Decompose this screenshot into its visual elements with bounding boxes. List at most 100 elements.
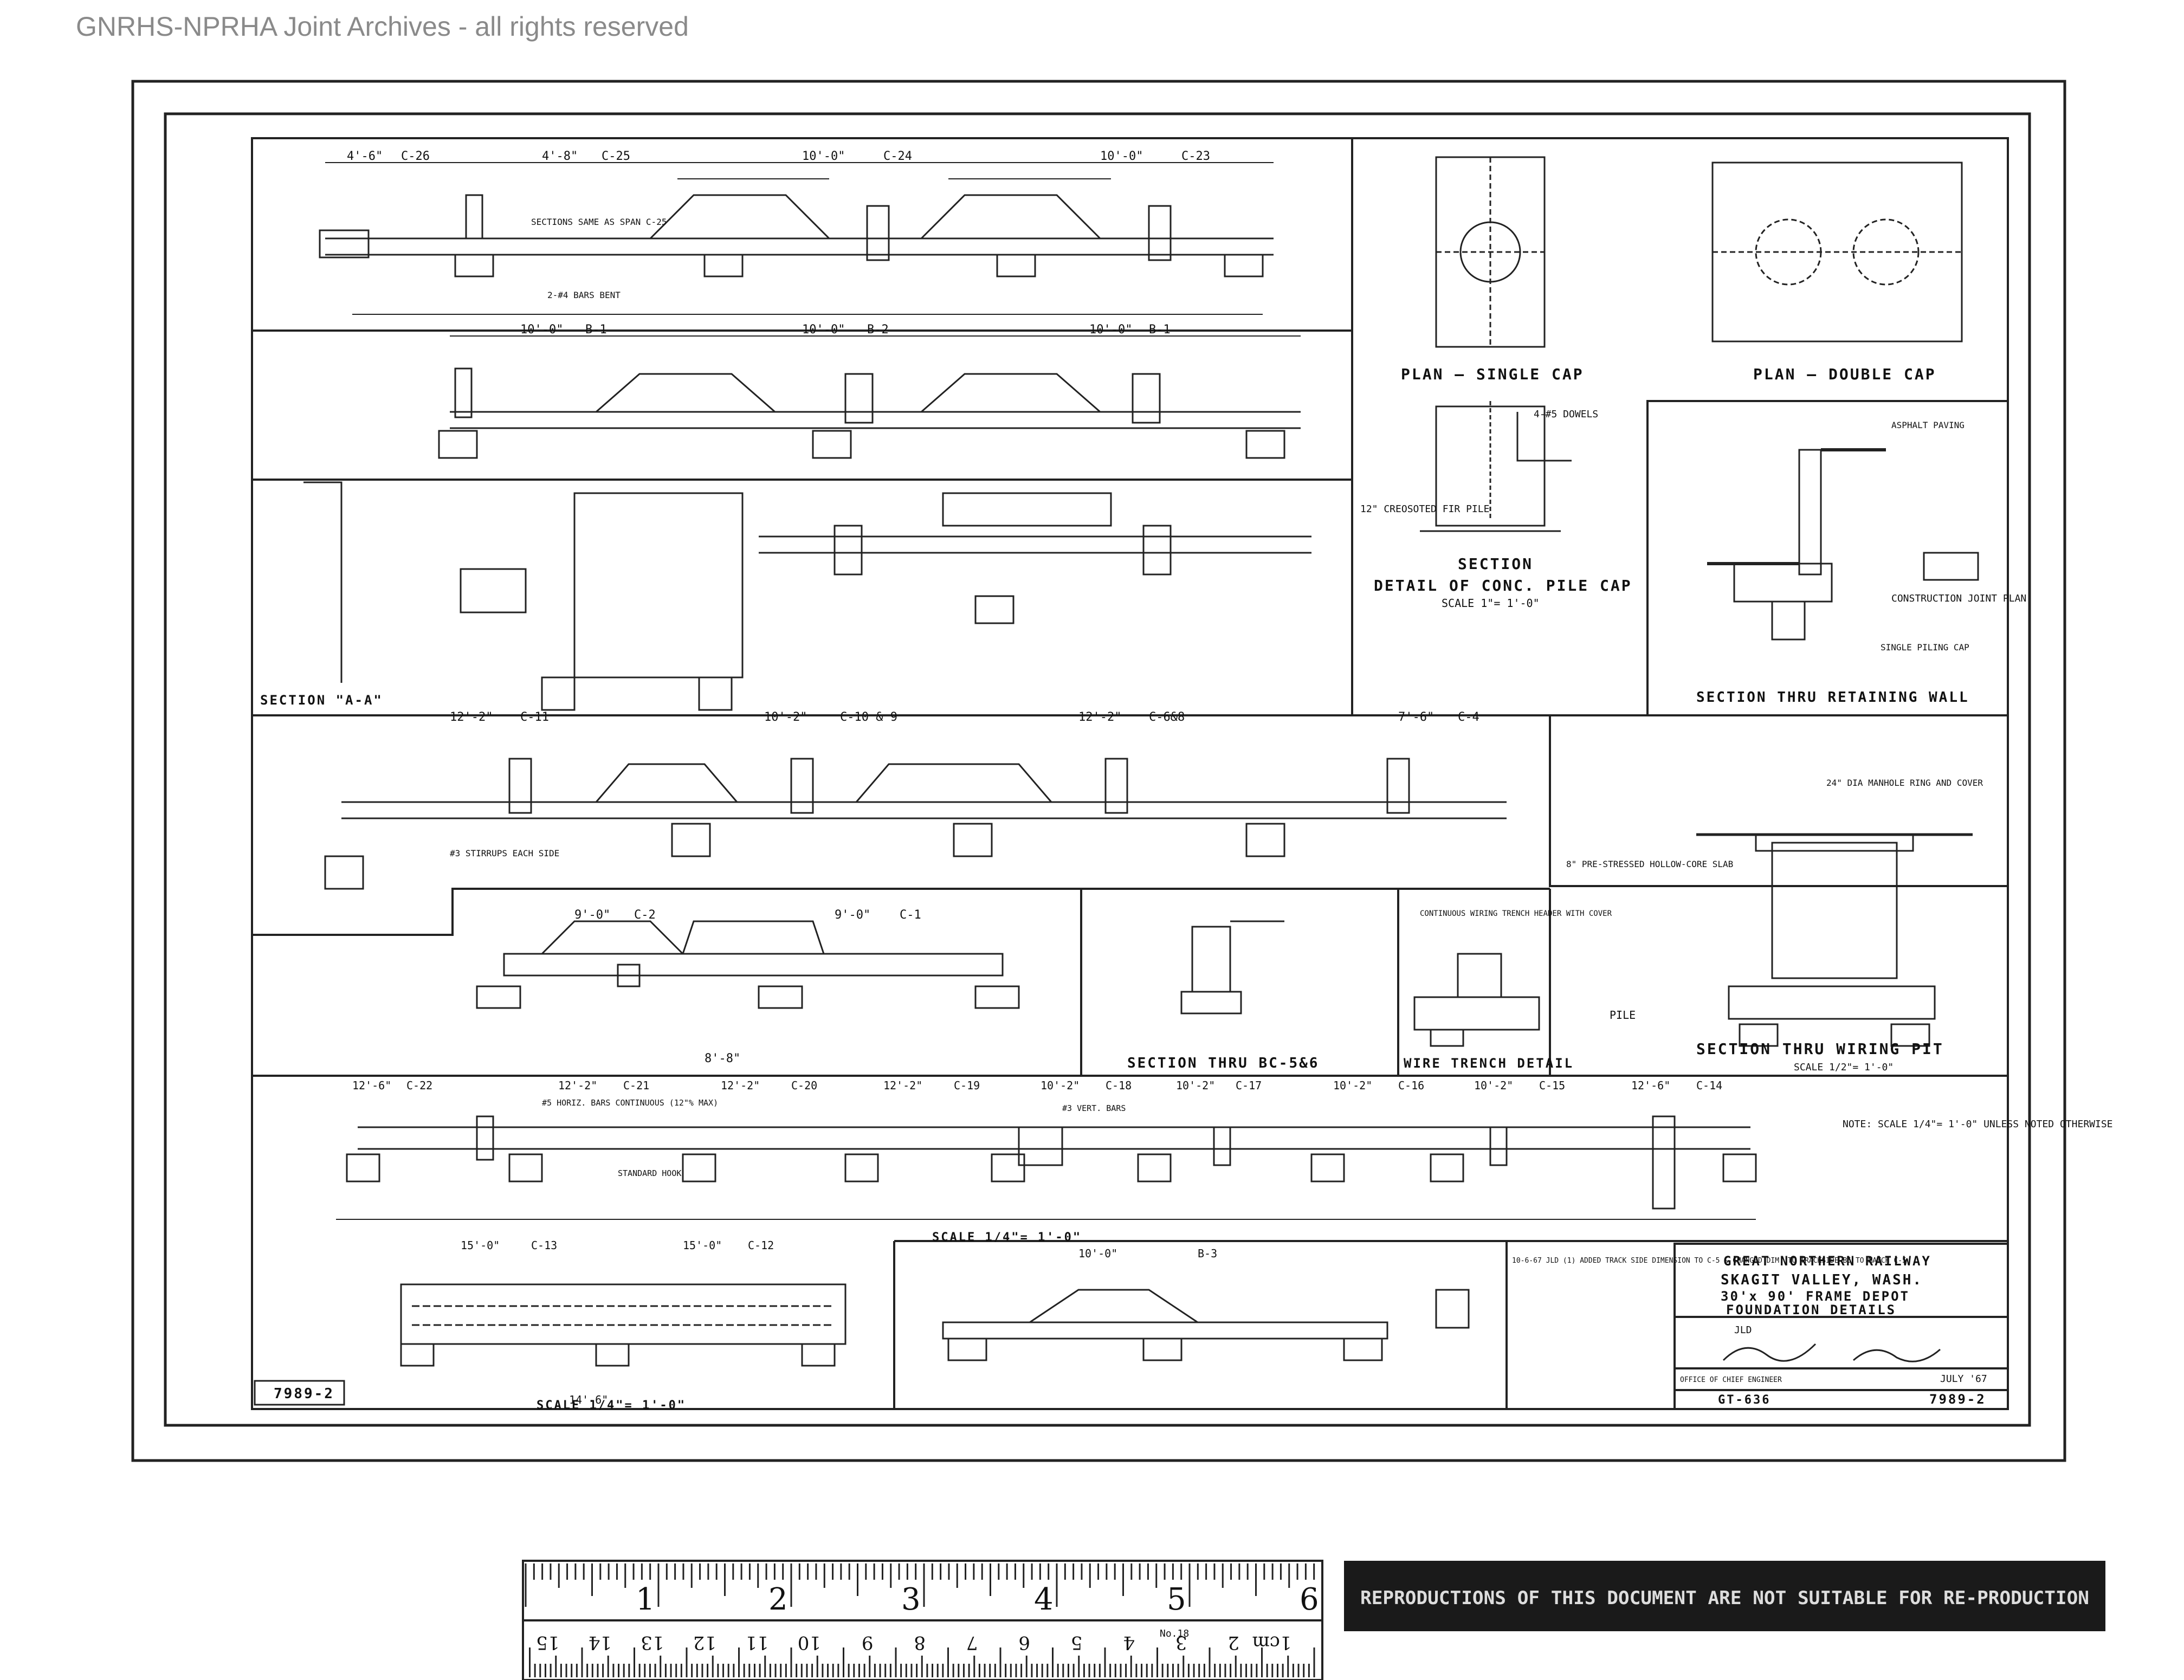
title-line1: 30'x 90' FRAME DEPOT (1721, 1289, 1910, 1304)
signature-approved (1853, 1348, 1941, 1362)
note-single-piling-cap: SINGLE PILING CAP (1881, 642, 1969, 652)
ruler-cm-label: 9 (862, 1632, 874, 1653)
dim-c2-total: 8'-8" (705, 1052, 740, 1065)
dim-c14-len: 12'-6" (1631, 1079, 1670, 1092)
dim-b1b-len: 10'-0" (1089, 323, 1132, 337)
dim-c22-len: 12'-6" (352, 1079, 391, 1092)
ruler-cm-label: 11 (745, 1632, 768, 1653)
wiring-pit-view (1696, 833, 1973, 1047)
dim-c12: C-12 (748, 1239, 774, 1252)
dim-c68: C-6&8 (1149, 710, 1185, 724)
office-label: OFFICE OF CHIEF ENGINEER (1680, 1376, 1782, 1384)
plan-single-cap (1435, 156, 1546, 348)
dim-c14: C-14 (1696, 1079, 1722, 1092)
note-creosoted-pile: 12" CREOSOTED FIR PILE (1360, 503, 1489, 515)
dim-c25-len: 4'-8" (542, 150, 578, 163)
dim-c21: C-21 (623, 1079, 649, 1092)
dim-c15-len: 10'-2" (1474, 1079, 1513, 1092)
beam-elevation-b3 (942, 1289, 1470, 1361)
dim-c24: C-24 (883, 150, 912, 163)
note-hollow-slab: 8" PRE-STRESSED HOLLOW-CORE SLAB (1566, 859, 1733, 869)
drawn-by: JLD (1734, 1324, 1752, 1336)
ruler-cm-label: 6 (1018, 1632, 1030, 1653)
footing-elevation-b (438, 335, 1301, 459)
ruler-inch-label: 1 (636, 1582, 655, 1617)
dim-c2: C-2 (634, 908, 656, 922)
dim-c13: C-13 (531, 1239, 557, 1252)
note-dowels: 4-#5 DOWELS (1534, 409, 1598, 420)
ruler-inch-label: 5 (1167, 1582, 1186, 1617)
dim-c23-len: 10'-0" (1100, 150, 1143, 163)
inner-border (164, 112, 2031, 1427)
footing-elevation-c11 (324, 758, 1507, 890)
scale-ruler (522, 1560, 1323, 1680)
plan-single-cap-title: PLAN — SINGLE CAP (1401, 365, 1584, 383)
signature-checked (1722, 1343, 1817, 1362)
date: JULY '67 (1940, 1373, 1987, 1385)
dim-c4-len: 7'-6" (1398, 710, 1434, 724)
ruler-inch-label: 4 (1034, 1582, 1054, 1617)
dim-c25: C-25 (602, 150, 630, 163)
note-vert-bars: #3 VERT. BARS (1062, 1103, 1126, 1113)
footing-elevation-c22 (336, 1115, 1757, 1220)
dim-b1: B-1 (585, 323, 607, 337)
dim-c10-len: 10'-2" (764, 710, 807, 724)
note-pile: PILE (1610, 1009, 1636, 1022)
dim-c1: C-1 (900, 908, 921, 922)
frame (251, 137, 2009, 1410)
dim-c20-len: 12'-2" (721, 1079, 760, 1092)
plan-double-cap (1711, 161, 1963, 343)
ruler-cm-label: 3 (1175, 1632, 1187, 1653)
dim-c19: C-19 (954, 1079, 980, 1092)
pile-cap-detail-title: DETAIL OF CONC. PILE CAP (1374, 577, 1632, 595)
note-wiring-trench: CONTINUOUS WIRING TRENCH HEADER WITH COV… (1420, 909, 1612, 918)
dim-c20: C-20 (791, 1079, 817, 1092)
dim-c15: C-15 (1539, 1079, 1565, 1092)
note-bars-bent: 2-#4 BARS BENT (547, 290, 621, 300)
dim-b3: B-3 (1198, 1247, 1217, 1260)
dim-b2-len: 10'-0" (802, 323, 845, 337)
footing-elevation-c (319, 162, 1274, 315)
pile-cap-section-title: SECTION (1458, 555, 1533, 573)
panel-dividers (252, 138, 2009, 1410)
outer-border (131, 80, 2066, 1462)
dim-c24-len: 10'-0" (802, 150, 845, 163)
ruler-inch-label: 3 (901, 1582, 921, 1617)
dim-b2: B-2 (867, 323, 889, 337)
reproduction-stamp (1344, 1561, 2105, 1631)
dim-c12-len: 15'-0" (683, 1239, 722, 1252)
dim-c18-len: 10'-2" (1041, 1079, 1080, 1092)
wiring-pit-title: SECTION THRU WIRING PIT (1696, 1040, 1944, 1058)
dim-b1-len: 10'-0" (520, 323, 563, 337)
drawing-number-box (254, 1380, 345, 1406)
archive-watermark: GNRHS-NPRHA Joint Archives - all rights … (76, 11, 689, 42)
note-standard-hook: STANDARD HOOK (618, 1168, 681, 1178)
dim-c16-len: 10'-2" (1333, 1079, 1372, 1092)
ruler-cm-label: 12 (693, 1632, 716, 1653)
dim-c2-len: 9'-0" (574, 908, 610, 922)
ruler-cm-label: 7 (966, 1632, 978, 1653)
note-asphalt-paving: ASPHALT PAVING (1891, 420, 1965, 430)
dim-c13-total: 14'-6" (569, 1393, 608, 1406)
dim-c26: C-26 (401, 150, 430, 163)
dim-c1-len: 9'-0" (835, 908, 870, 922)
dim-c11: C-11 (520, 710, 549, 724)
dim-c16: C-16 (1398, 1079, 1424, 1092)
ruler-cm-label: 14 (589, 1632, 612, 1653)
retaining-wall-panel (1646, 400, 2009, 716)
dim-c68-len: 12'-2" (1078, 710, 1121, 724)
ruler-brand: No.18 (1160, 1628, 1189, 1639)
dim-c22: C-22 (406, 1079, 432, 1092)
ruler-cm-label: 1cm (1252, 1632, 1292, 1653)
drawing-number: 7989-2 (1929, 1392, 1986, 1407)
dim-c18: C-18 (1106, 1079, 1132, 1092)
dim-b1b: B-1 (1149, 323, 1171, 337)
wire-trench-title: WIRE TRENCH DETAIL (1404, 1056, 1574, 1071)
dim-c17: C-17 (1236, 1079, 1262, 1092)
wiring-pit-scale: SCALE 1/2"= 1'-0" (1794, 1062, 1894, 1073)
note-manhole: 24" DIA MANHOLE RING AND COVER (1826, 778, 1983, 788)
footing-elevation-c13 (400, 1283, 847, 1367)
footing-elevation-c2 (476, 920, 1020, 1009)
dim-c10: C-10 & 9 (840, 710, 897, 724)
